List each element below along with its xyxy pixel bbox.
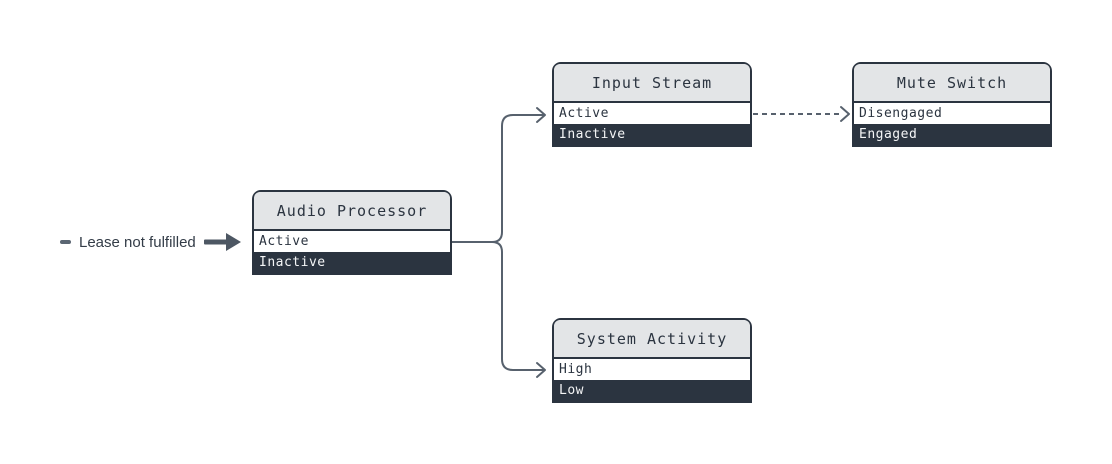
state-row-disengaged[interactable]: Disengaged xyxy=(854,103,1050,124)
state-row-active[interactable]: Active xyxy=(254,231,450,252)
node-mute-switch[interactable]: Mute Switch Disengaged Engaged xyxy=(852,62,1052,147)
state-row-inactive[interactable]: Inactive xyxy=(554,124,750,145)
legend-label: Lease not fulfilled xyxy=(79,233,196,251)
edge-audio-to-system xyxy=(451,241,545,371)
node-title: Mute Switch xyxy=(854,64,1050,103)
state-row-low[interactable]: Low xyxy=(554,380,750,401)
node-title: Input Stream xyxy=(554,64,750,103)
node-title: Audio Processor xyxy=(254,192,450,231)
legend-annotation: Lease not fulfilled xyxy=(60,231,241,253)
node-input-stream[interactable]: Input Stream Active Inactive xyxy=(552,62,752,147)
state-row-inactive[interactable]: Inactive xyxy=(254,252,450,273)
edge-input-to-mute-arrowhead xyxy=(840,106,850,122)
dash-icon xyxy=(60,240,71,244)
thick-arrow-icon xyxy=(203,233,241,251)
state-row-engaged[interactable]: Engaged xyxy=(854,124,1050,145)
edge-audio-to-input-arrowhead xyxy=(536,107,546,123)
node-audio-processor[interactable]: Audio Processor Active Inactive xyxy=(252,190,452,275)
node-title: System Activity xyxy=(554,320,750,359)
state-row-active[interactable]: Active xyxy=(554,103,750,124)
edge-audio-to-system-arrowhead xyxy=(536,362,546,378)
edge-audio-to-input xyxy=(451,114,545,243)
node-system-activity[interactable]: System Activity High Low xyxy=(552,318,752,403)
state-row-high[interactable]: High xyxy=(554,359,750,380)
